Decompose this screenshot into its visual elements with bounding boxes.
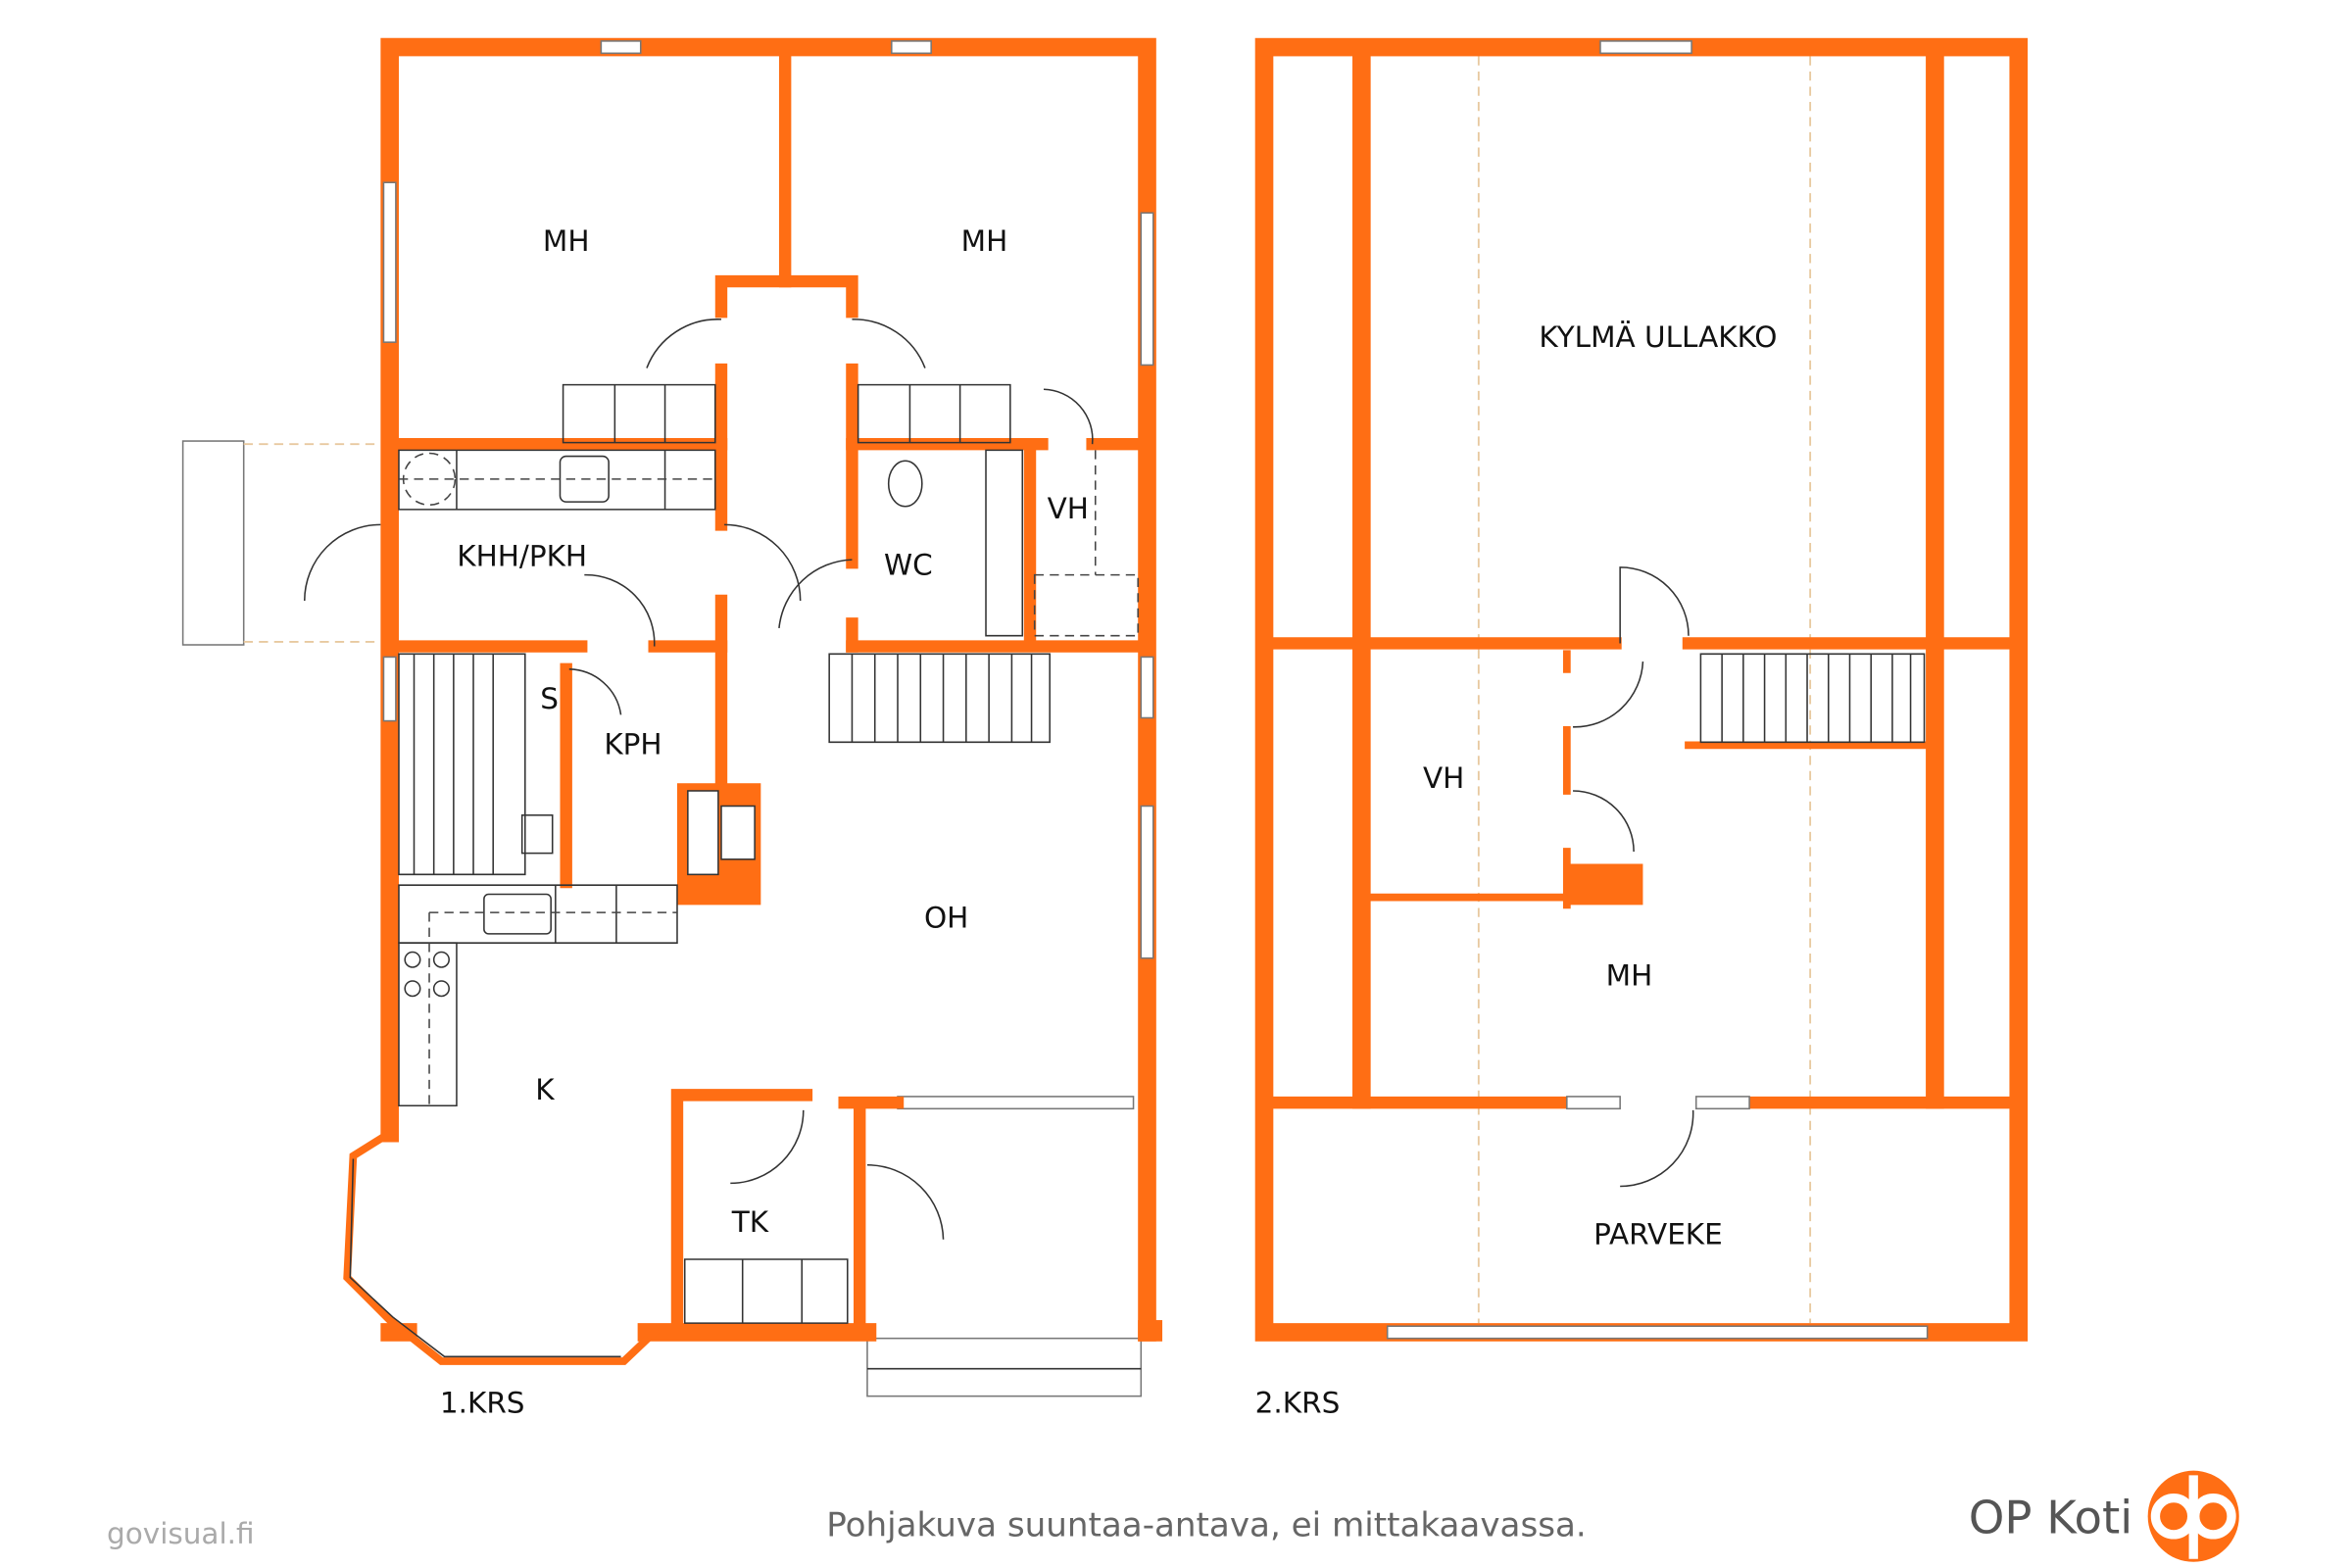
room-label: VH	[1423, 761, 1464, 795]
room-label: KHH/PKH	[457, 539, 587, 572]
op-logo-icon	[2147, 1470, 2239, 1562]
room-label: MH	[1606, 959, 1653, 993]
floor-1-plan: MH MH KHH/PKH WC VH S KPH OH K TK 1.KRS	[181, 37, 1163, 1420]
room-label: MH	[961, 224, 1008, 258]
floor-2-plan: KYLMÄ ULLAKKO VH MH PARVEKE 2.KRS	[1254, 37, 2029, 1420]
room-label: MH	[543, 224, 590, 258]
watermark: govisual.fi	[107, 1517, 255, 1550]
room-label: KYLMÄ ULLAKKO	[1539, 319, 1777, 354]
room-label: VH	[1048, 492, 1089, 525]
room-label: S	[540, 682, 559, 715]
room-label: WC	[884, 549, 933, 582]
room-label: OH	[924, 902, 968, 935]
room-label: K	[535, 1073, 555, 1106]
room-label: PARVEKE	[1593, 1217, 1723, 1250]
floor-label: 2.KRS	[1255, 1387, 1341, 1420]
terrace-steps	[866, 1337, 1143, 1397]
floor-label: 1.KRS	[440, 1387, 525, 1420]
disclaimer-caption: Pohjakuva suuntaa-antava, ei mittakaavas…	[826, 1505, 1587, 1544]
room-label: TK	[731, 1205, 769, 1239]
brand-name: OP Koti	[1969, 1491, 2132, 1544]
room-label: KPH	[604, 728, 662, 761]
entrance-deck	[181, 440, 245, 646]
